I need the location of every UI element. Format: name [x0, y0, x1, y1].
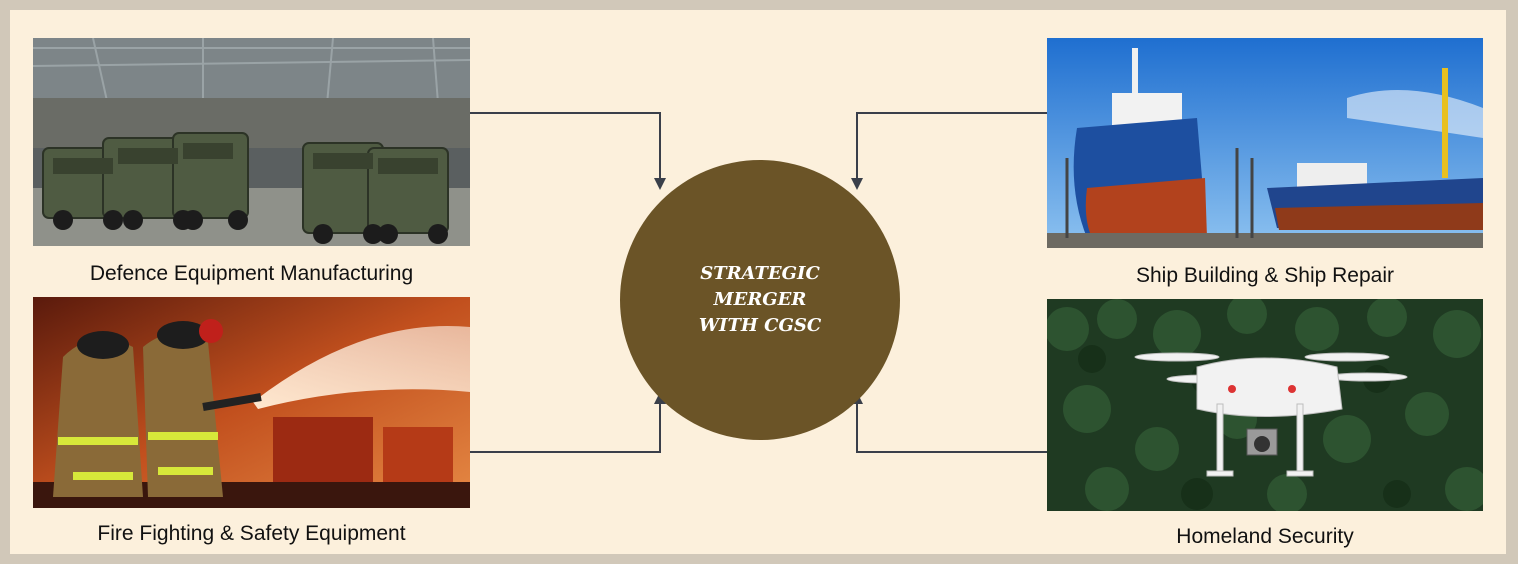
arrow-defence-to-hub	[470, 113, 660, 180]
hub-label-line1: STRATEGIC	[675, 261, 845, 287]
hub-label-line3: WITH CGSC	[675, 313, 845, 339]
arrow-ship-to-hub	[857, 113, 1047, 180]
hub-label-line2: MERGER	[675, 287, 845, 313]
hub-label: STRATEGIC MERGER WITH CGSC	[675, 261, 845, 339]
arrow-fire-to-hub	[470, 402, 660, 452]
arrow-homeland-to-hub	[857, 402, 1047, 452]
strategic-merger-hub: STRATEGIC MERGER WITH CGSC	[620, 160, 900, 440]
